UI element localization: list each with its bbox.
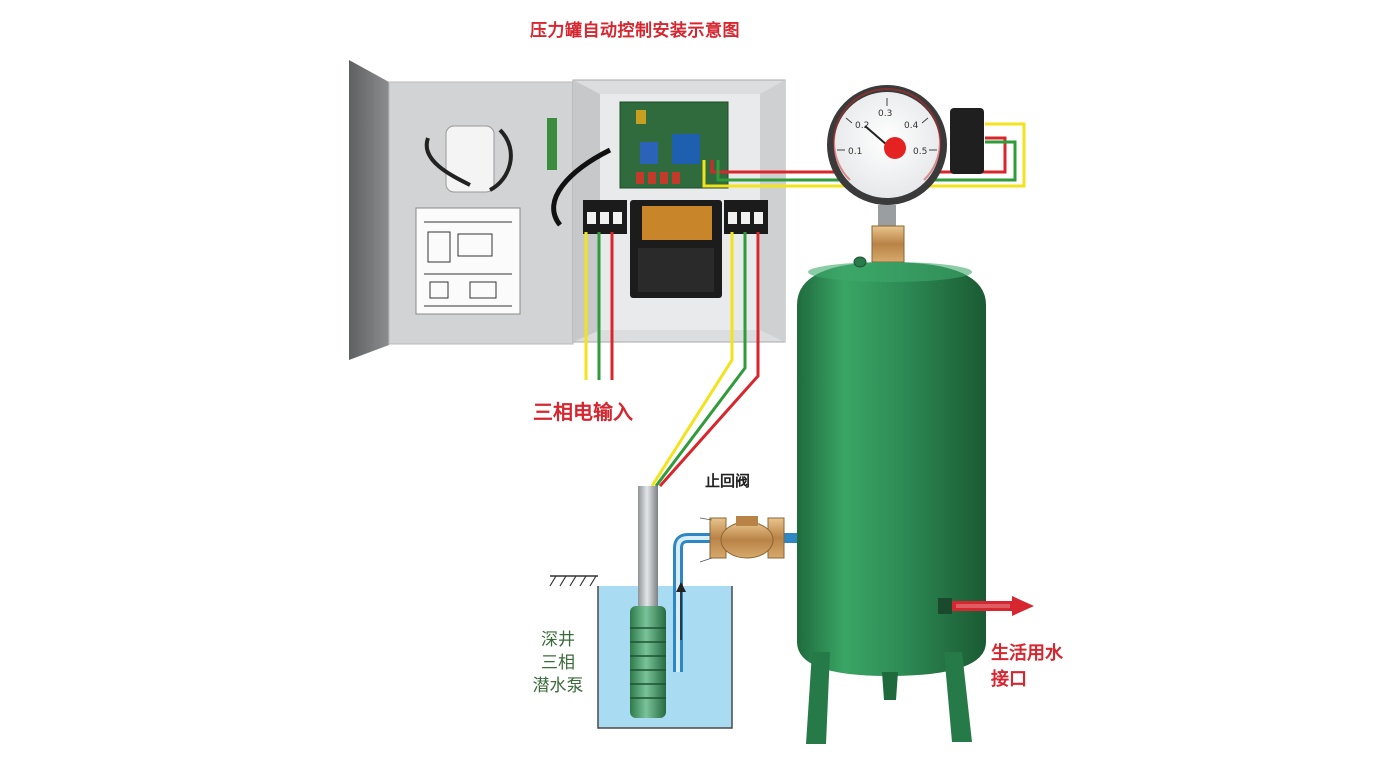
- tank-leg-left: [806, 652, 830, 744]
- board-terminals: [636, 172, 680, 184]
- pressure-tank: [797, 256, 1034, 744]
- gauge-switch-box: [950, 108, 984, 174]
- tank-outlet-port: [938, 598, 952, 614]
- gauge-tick-0-5: 0.5: [913, 147, 927, 157]
- pump-label-line-1: 深井: [541, 630, 575, 650]
- gauge-signal-wires: [702, 122, 1026, 188]
- gauge-set-knob: [884, 137, 906, 159]
- pump-wire-yellow: [650, 232, 734, 487]
- tank-leg-right: [944, 652, 972, 742]
- pump-cable-wires: [650, 232, 760, 487]
- gauge-wire-red: [710, 136, 1007, 174]
- gauge-tick-0-3: 0.3: [878, 109, 892, 119]
- check-valve-label: 止回阀: [705, 472, 751, 490]
- well: [549, 486, 797, 729]
- check-valve: [699, 516, 785, 563]
- door-indicator-strip: [547, 118, 557, 170]
- sticker-lines: [424, 221, 512, 307]
- gauge-tick-0-4: 0.4: [904, 121, 919, 131]
- outlet-label-line-1: 生活用水: [991, 643, 1063, 664]
- control-cabinet: [349, 60, 786, 360]
- outlet-arrow: [952, 596, 1034, 616]
- pressure-gauge: 0.1 0.2 0.3 0.4 0.5: [827, 85, 984, 263]
- cabinet-door: [349, 60, 389, 360]
- flow-arrow-head: [676, 582, 686, 592]
- ground-hatch: [549, 575, 597, 587]
- pump-ribs: [630, 627, 666, 699]
- pump-wire-red: [658, 232, 760, 487]
- gauge-tick-0-1: 0.1: [848, 147, 862, 157]
- pump-label-line-2: 三相: [541, 653, 575, 673]
- relay-blue: [672, 134, 700, 164]
- check-valve-body: [720, 521, 774, 559]
- door-holder: [445, 125, 495, 193]
- gauge-needle: [864, 125, 888, 146]
- power-input-wires: [584, 232, 614, 380]
- outlet-label-line-2: 接口: [991, 669, 1027, 690]
- wiring-sticker: [415, 207, 521, 315]
- pump-wire-green: [654, 232, 747, 487]
- outlet-label: 生活用水 接口: [991, 641, 1091, 693]
- well-wall: [597, 586, 733, 729]
- riser-pipe: [638, 486, 658, 606]
- gauge-stem: [878, 205, 896, 227]
- gauge-fitting: [871, 225, 905, 263]
- power-input-label: 三相电输入: [533, 400, 633, 424]
- submersible-pump: [630, 606, 666, 718]
- gauge-wire-yellow: [702, 122, 1026, 188]
- pump-label: 深井 三相 潜水泵: [530, 629, 586, 698]
- pump-label-line-3: 潜水泵: [532, 676, 584, 696]
- gauge-tick-0-2: 0.2: [855, 121, 869, 131]
- diagram-title: 压力罐自动控制安装示意图: [530, 21, 740, 41]
- tank-leg-center: [882, 672, 898, 700]
- tank-body: [797, 262, 986, 676]
- gauge-wire-green: [716, 140, 1017, 182]
